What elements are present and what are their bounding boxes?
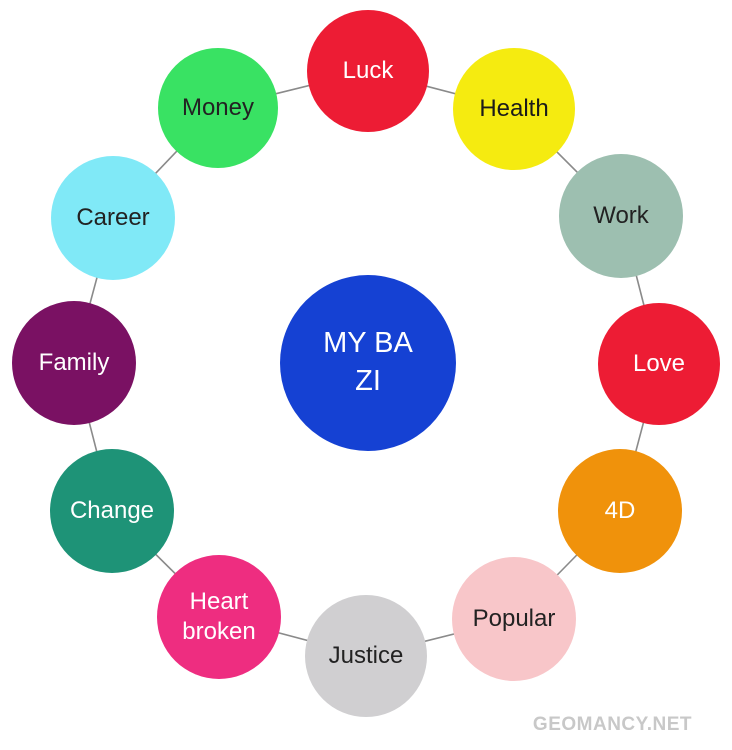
node-luck: Luck	[307, 10, 429, 132]
node-label: Change	[69, 497, 155, 524]
node-popular: Popular	[452, 557, 576, 681]
node-label: Justice	[328, 642, 404, 669]
node-label: Money	[181, 94, 255, 121]
node-label: Career	[76, 204, 150, 231]
node-label: Love	[632, 350, 686, 377]
node-health: Health	[453, 48, 575, 170]
node-career: Career	[51, 156, 175, 280]
node-4d: 4D	[558, 449, 682, 573]
center-node-label: MY BA ZI	[323, 327, 413, 397]
node-label: 4D	[604, 497, 636, 524]
node-label: Heart broken	[182, 588, 256, 645]
node-work: Work	[559, 154, 683, 278]
node-label: Popular	[472, 605, 556, 632]
node-justice: Justice	[305, 595, 427, 717]
node-family: Family	[12, 301, 136, 425]
node-heart-broken: Heart broken	[157, 555, 281, 679]
node-label: Health	[479, 95, 549, 122]
node-money: Money	[158, 48, 278, 168]
node-label: Work	[593, 202, 649, 229]
watermark: GEOMANCY.NET	[532, 714, 692, 735]
node-change: Change	[50, 449, 174, 573]
center-node-my-ba-zi: MY BA ZI	[280, 275, 456, 451]
node-label: Luck	[342, 57, 394, 84]
node-label: Family	[38, 349, 110, 376]
node-love: Love	[598, 303, 720, 425]
